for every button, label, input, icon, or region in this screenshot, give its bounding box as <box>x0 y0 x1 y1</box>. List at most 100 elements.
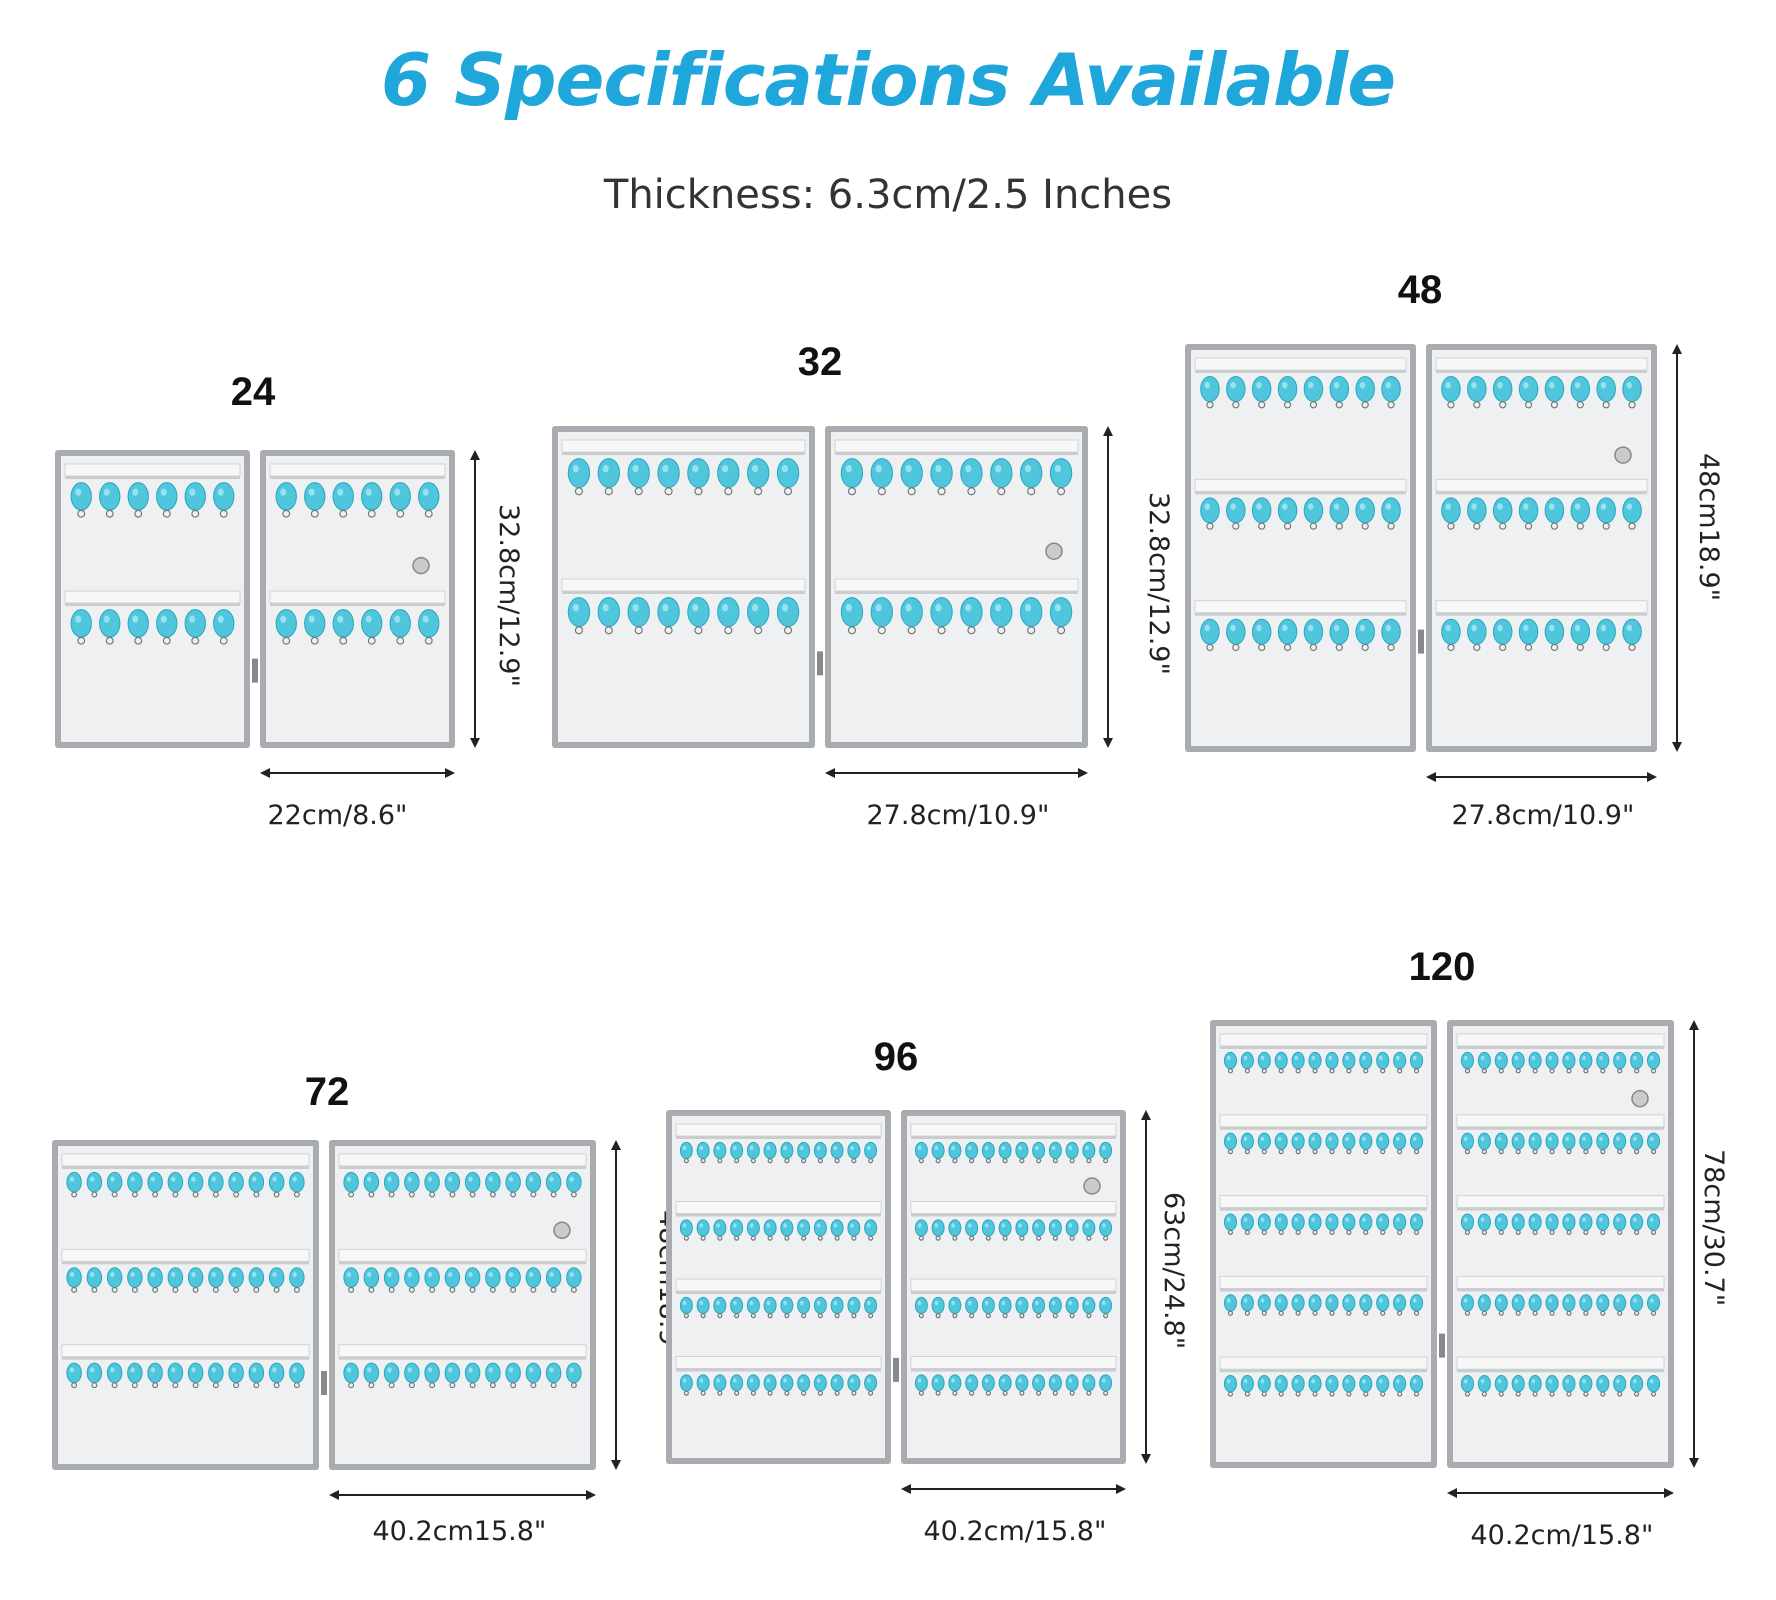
key-tag <box>1528 1132 1542 1150</box>
key-tag <box>914 1296 928 1315</box>
key-tag <box>990 597 1013 627</box>
key-tag <box>1032 1219 1046 1237</box>
width-label: 27.8cm/10.9" <box>1451 800 1635 831</box>
spec-24-label: 24 <box>230 370 276 414</box>
key-tag <box>679 1374 693 1392</box>
key-tag <box>847 1141 861 1160</box>
key-tag <box>1200 376 1220 403</box>
key-tag <box>1065 1141 1079 1160</box>
key-tag <box>485 1362 501 1384</box>
key-tag <box>1015 1141 1029 1160</box>
key-tag <box>464 1267 481 1288</box>
spec-96-label: 96 <box>873 1035 919 1079</box>
key-tag <box>1441 618 1461 645</box>
key-tag <box>525 1171 542 1193</box>
key-tag <box>1647 1051 1661 1070</box>
key-tag <box>444 1362 461 1384</box>
lock-icon[interactable] <box>1614 446 1632 464</box>
key-tag <box>1570 376 1591 403</box>
key-tag <box>184 609 206 638</box>
key-tag <box>289 1171 305 1193</box>
key-tag <box>1251 618 1272 645</box>
height-label: 78cm/30.7" <box>1698 1149 1729 1307</box>
key-tag <box>840 597 864 627</box>
key-tag <box>99 482 121 511</box>
key-tag <box>99 609 121 638</box>
key-tag <box>545 1171 562 1193</box>
key-tag <box>1544 618 1565 645</box>
width-arrow <box>1447 1484 1674 1503</box>
key-tag <box>746 1296 760 1315</box>
key-tag <box>1325 1294 1339 1312</box>
key-tag <box>1359 1294 1373 1312</box>
key-tag <box>1494 1132 1508 1150</box>
key-tag <box>1359 1132 1373 1150</box>
key-tag <box>998 1219 1012 1237</box>
spec-48-label: 48 <box>1397 268 1443 312</box>
key-tag <box>127 1362 143 1384</box>
key-tag <box>1065 1219 1079 1237</box>
key-tag <box>505 1362 521 1384</box>
cabinet-door-right <box>329 1140 596 1470</box>
key-tag <box>965 1141 979 1160</box>
key-tag <box>343 1362 359 1384</box>
key-tag <box>424 1362 440 1384</box>
key-tag <box>86 1171 103 1193</box>
key-tag <box>1082 1219 1096 1237</box>
key-cabinet-48 <box>1185 344 1657 752</box>
key-tag <box>1303 618 1324 645</box>
key-tag <box>289 1267 305 1288</box>
key-tag <box>567 597 591 627</box>
key-tag <box>1342 1132 1356 1150</box>
key-tag <box>1511 1051 1525 1070</box>
key-tag <box>1277 497 1298 524</box>
height-arrow <box>1671 344 1683 756</box>
key-tag <box>930 458 953 488</box>
key-tag <box>1492 618 1513 645</box>
width-label: 40.2cm15.8" <box>372 1516 547 1547</box>
key-tag <box>1099 1219 1113 1237</box>
key-tag <box>1622 497 1642 524</box>
key-tag <box>106 1362 123 1384</box>
key-tag <box>1223 1213 1237 1231</box>
key-tag <box>627 458 650 488</box>
key-tag <box>864 1296 878 1315</box>
key-tag <box>780 1296 794 1315</box>
lock-icon[interactable] <box>1631 1089 1649 1108</box>
key-tag <box>1596 497 1616 524</box>
key-tag <box>763 1141 777 1160</box>
lock-icon[interactable] <box>553 1221 571 1240</box>
lock-icon[interactable] <box>1083 1177 1101 1195</box>
key-tag <box>1630 1294 1644 1312</box>
key-tag <box>1460 1213 1474 1231</box>
key-tag <box>289 1362 305 1384</box>
key-tag <box>275 609 297 638</box>
key-tag <box>870 458 893 488</box>
key-tag <box>776 458 800 488</box>
key-tag <box>679 1219 693 1237</box>
key-tag <box>1015 1219 1029 1237</box>
key-tag <box>1240 1132 1254 1150</box>
key-tag <box>424 1267 440 1288</box>
key-tag <box>1308 1213 1322 1231</box>
key-tag <box>1226 618 1246 645</box>
key-tag <box>1277 376 1298 403</box>
key-tag <box>464 1362 481 1384</box>
key-tag <box>66 1267 82 1288</box>
height-arrow <box>1140 1110 1152 1468</box>
key-tag <box>1376 1051 1390 1070</box>
key-tag <box>1200 497 1220 524</box>
key-tag <box>1596 1213 1610 1231</box>
key-tag <box>1562 1294 1576 1312</box>
key-tag <box>275 482 297 511</box>
key-tag <box>679 1141 693 1160</box>
key-tag <box>1596 1132 1610 1150</box>
key-tag <box>864 1374 878 1392</box>
key-tag <box>1596 376 1616 403</box>
key-tag <box>1545 1375 1559 1393</box>
key-tag <box>763 1296 777 1315</box>
lock-icon[interactable] <box>412 556 430 575</box>
lock-icon[interactable] <box>1045 542 1063 560</box>
key-tag <box>1223 1375 1237 1393</box>
key-cabinet-32 <box>552 426 1088 748</box>
